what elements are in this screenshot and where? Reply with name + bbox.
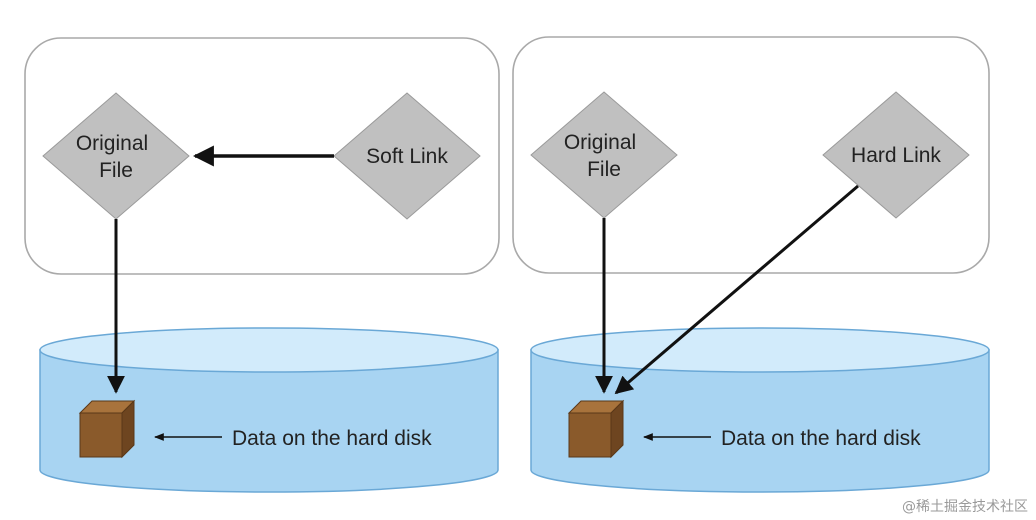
soft-link-panel: Original File Soft Link Data on the hard… [24,37,500,493]
hard-disk [530,327,990,493]
original-file-label-line1: Original [76,132,148,155]
data-on-disk-label: Data on the hard disk [721,427,921,450]
hard-link-to-data-arrow [614,184,859,395]
soft-link-node: Soft Link [333,92,481,220]
hard-link-panel: Original File Hard Link Data on the hard… [512,36,990,493]
watermark: @稀土掘金技术社区 [902,499,1028,515]
data-block [567,399,625,459]
original-file-label-line2: File [99,159,133,182]
hard-link-label: Hard Link [851,144,941,167]
original-file-label-line2: File [587,158,621,181]
data-on-disk-label: Data on the hard disk [232,427,432,450]
original-file-node: Original File [530,91,678,219]
hard-link-node: Hard Link [822,91,970,219]
original-file-label-line1: Original [564,131,636,154]
soft-link-label: Soft Link [366,145,448,168]
data-block [78,399,136,459]
original-file-node: Original File [42,92,190,220]
hard-disk [39,327,499,493]
filesystem-box [512,36,990,274]
